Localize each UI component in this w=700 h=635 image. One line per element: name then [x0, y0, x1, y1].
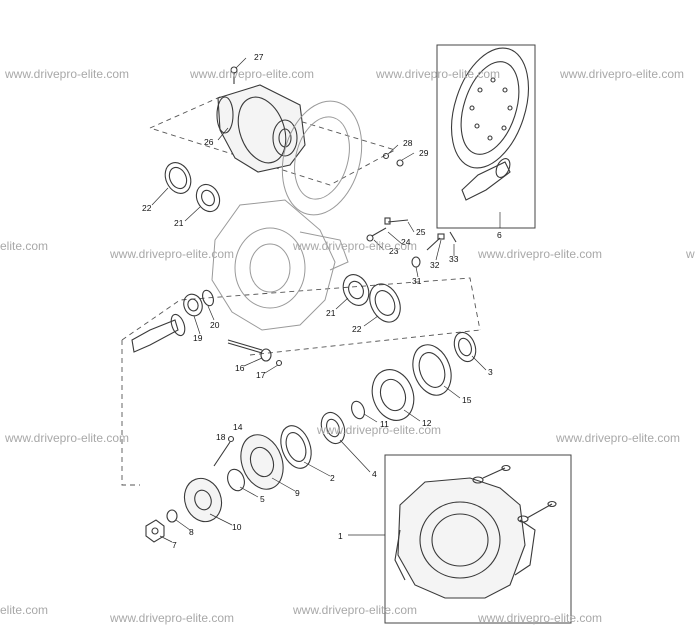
watermark: www.drivepro-elite.com	[109, 247, 234, 261]
callout-7: 7	[172, 540, 177, 550]
callout-27: 27	[254, 52, 264, 62]
pin-18	[227, 339, 263, 354]
watermark: www.drivepro-elite.com	[109, 611, 234, 625]
callout-22-upper: 22	[142, 203, 152, 213]
callout-19: 19	[193, 333, 203, 343]
callout-2: 2	[330, 473, 335, 483]
ring-gear-pinion-set	[451, 47, 529, 201]
watermark: www.drivepro-elite.com	[559, 67, 684, 81]
bearing-22-right	[369, 283, 401, 323]
callout-18: 18	[216, 432, 226, 442]
carrier-housing-ghost	[211, 199, 349, 331]
bearing-21-upper	[195, 183, 221, 213]
washer-8	[166, 509, 178, 523]
callout-21-upper: 21	[174, 218, 184, 228]
callout-15: 15	[462, 395, 472, 405]
callout-20: 20	[210, 320, 220, 330]
callout-5: 5	[260, 494, 265, 504]
callout-26: 26	[204, 137, 214, 147]
bolts-23-25	[366, 217, 409, 242]
bearing-cap-12	[371, 369, 415, 421]
flange-10	[183, 477, 223, 523]
callout-23: 23	[389, 246, 399, 256]
pinion-shaft-left	[131, 313, 186, 353]
callout-28: 28	[403, 138, 413, 148]
callout-22-right: 22	[352, 324, 362, 334]
callout-16: 16	[235, 363, 245, 373]
callout-17: 17	[256, 370, 266, 380]
axle-housing	[394, 464, 557, 599]
callout-8: 8	[189, 527, 194, 537]
bearing-3	[453, 331, 477, 363]
callout-1: 1	[338, 531, 343, 541]
watermark: www.drivepro-elite.com	[375, 67, 500, 81]
watermark: www.drivepro-elite.com	[477, 611, 602, 625]
watermark: www.drivepro-elite.com	[4, 67, 129, 81]
callout-leader-lines	[151, 57, 501, 543]
watermark: www.drivepro-elite.com	[555, 431, 680, 445]
callout-12: 12	[422, 418, 432, 428]
callout-33: 33	[449, 254, 459, 264]
watermark: www.drivepro-elite.com	[316, 423, 441, 437]
bolt-14	[213, 435, 235, 467]
bearing-22-upper	[164, 162, 192, 194]
callout-3: 3	[488, 367, 493, 377]
callout-numbers: 27 26 28 29 22 21 6 25 24 23 32 31 33 21…	[142, 52, 502, 550]
callout-6: 6	[497, 230, 502, 240]
housing-inset-box	[384, 454, 572, 624]
seal-20	[202, 289, 214, 307]
callout-10: 10	[232, 522, 242, 532]
gasket-2	[280, 425, 312, 469]
watermark: www.drivepro-elite.com	[292, 239, 417, 253]
callout-29: 29	[419, 148, 429, 158]
bearing-4	[320, 411, 346, 445]
bolts-31-33	[411, 231, 457, 268]
callout-9: 9	[295, 488, 300, 498]
gasket-15	[412, 344, 452, 396]
callout-24: 24	[401, 237, 411, 247]
differential-case-assembly	[216, 66, 306, 173]
callout-11: 11	[380, 419, 389, 429]
watermark: www.drivepro-elite.com	[4, 431, 129, 445]
cover-9	[240, 434, 284, 490]
watermark: elite.com	[0, 239, 48, 253]
watermark: www.drivepro-elite.com	[189, 67, 314, 81]
watermark: w	[685, 247, 695, 261]
ring-gear-ghost	[281, 100, 363, 216]
bearing-19	[183, 293, 203, 317]
watermark: www.drivepro-elite.com	[477, 247, 602, 261]
bolt-washer-28-29	[382, 152, 404, 167]
callout-4: 4	[372, 469, 377, 479]
callout-25: 25	[416, 227, 426, 237]
nut-7	[145, 519, 165, 543]
seal-11	[351, 400, 365, 420]
callout-31: 31	[412, 276, 422, 286]
watermark: elite.com	[0, 603, 48, 617]
seal-5	[227, 468, 245, 492]
bearing-21-right	[342, 274, 370, 306]
watermarks: www.drivepro-elite.com www.drivepro-elit…	[0, 67, 695, 625]
callout-21-right: 21	[326, 308, 336, 318]
ring-pinion-inset-box	[436, 44, 536, 229]
watermark: www.drivepro-elite.com	[292, 603, 417, 617]
callout-32: 32	[430, 260, 440, 270]
lock-16-17	[260, 348, 283, 367]
callout-14: 14	[233, 422, 243, 432]
